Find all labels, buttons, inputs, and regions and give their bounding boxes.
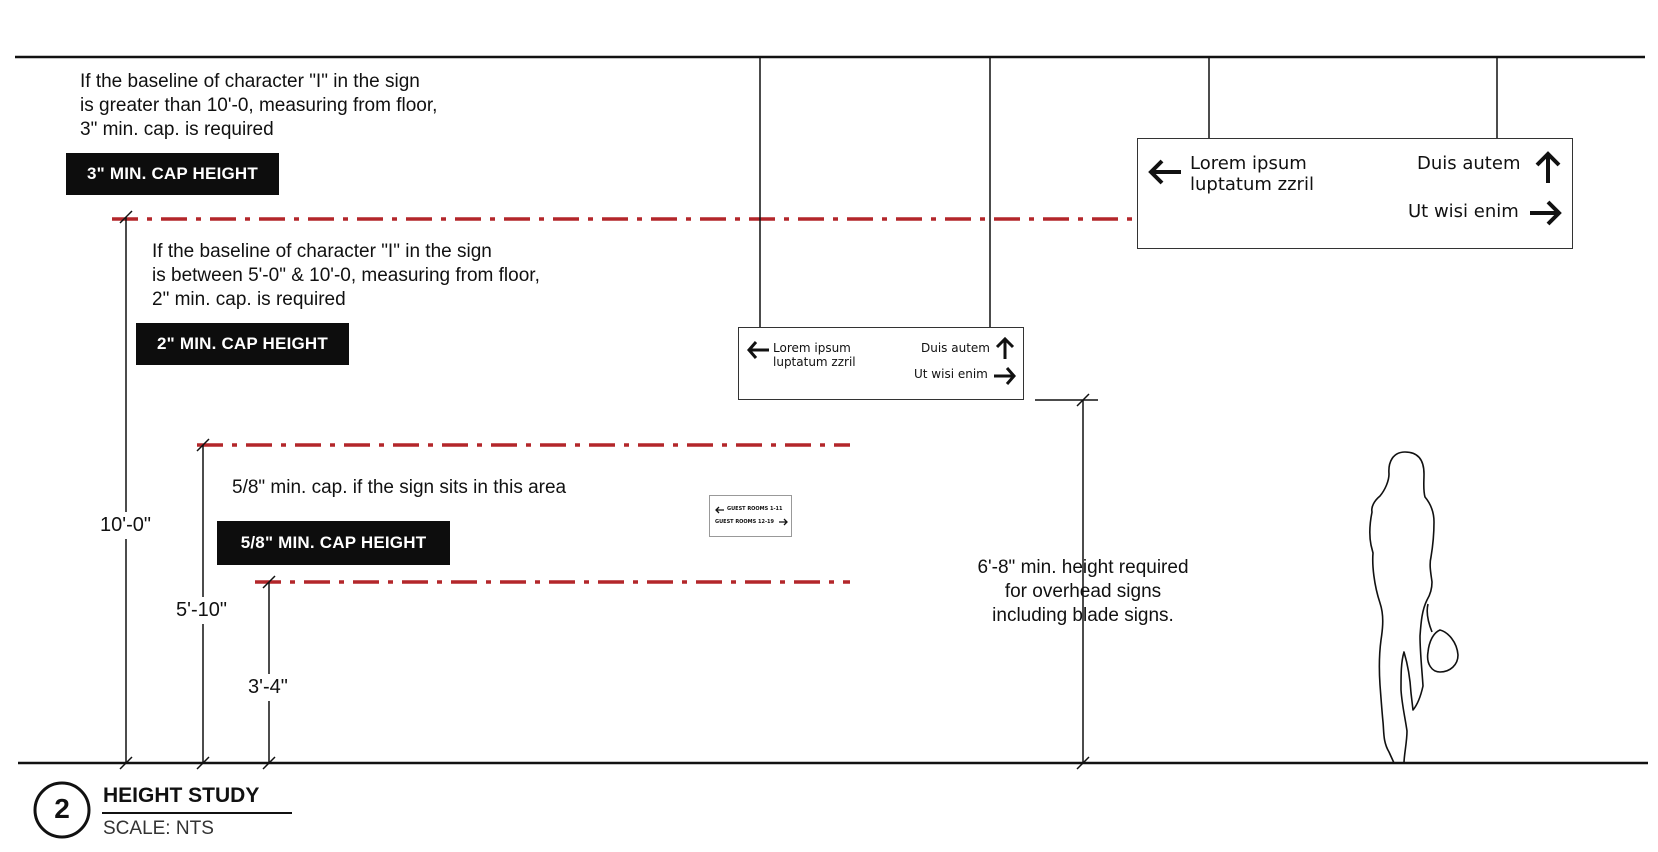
sign-large-line2: luptatum zzril (1190, 174, 1314, 195)
arrow-up-icon (1535, 151, 1561, 183)
handbag-outline (1426, 603, 1459, 673)
note-tier1: 5/8" min. cap. if the sign sits in this … (232, 477, 567, 498)
badge-3in-cap-height: 3" MIN. CAP HEIGHT (66, 153, 279, 195)
arrow-right-icon (1530, 200, 1562, 226)
sign-large-line1: Lorem ipsum (1190, 153, 1307, 174)
drawing-title: HEIGHT STUDY (103, 784, 260, 807)
sign-medium-line2: luptatum zzril (773, 355, 856, 369)
note-tier2: If the baseline of character "I" in the … (152, 241, 540, 310)
sign-small-row1: GUEST ROOMS 1-11 (727, 506, 783, 512)
arrow-up-icon (995, 337, 1015, 359)
dimension-label-10ft: 10'-0" (98, 512, 153, 539)
wall-sign-small: GUEST ROOMS 1-11 GUEST ROOMS 12-19 (709, 495, 792, 537)
badge-2in-cap-height: 2" MIN. CAP HEIGHT (136, 323, 349, 365)
sign-medium-right2: Ut wisi enim (914, 367, 988, 381)
overhead-sign-large: Lorem ipsum luptatum zzril Duis autem Ut… (1137, 138, 1573, 249)
detail-number-circle (33, 781, 91, 839)
note-tier3: If the baseline of character "I" in the … (80, 71, 438, 140)
note-overhead: 6'-8" min. height required for overhead … (977, 557, 1189, 626)
sign-large-right1: Duis autem (1417, 153, 1521, 174)
arrow-left-icon (747, 341, 769, 359)
person-silhouette (1369, 451, 1435, 764)
sign-large-right2: Ut wisi enim (1408, 201, 1519, 222)
sign-medium-right1: Duis autem (921, 341, 990, 355)
arrow-right-icon (779, 518, 788, 526)
detail-number: 2 (54, 793, 70, 824)
badge-5-8in-cap-height: 5/8" MIN. CAP HEIGHT (217, 521, 450, 565)
arrow-right-icon (994, 367, 1016, 385)
drawing-scale: SCALE: NTS (103, 818, 214, 839)
arrow-left-icon (715, 506, 724, 514)
sign-medium-line1: Lorem ipsum (773, 341, 851, 355)
dimension-label-5ft10: 5'-10" (174, 597, 229, 624)
arrow-left-icon (1148, 159, 1181, 185)
dimension-label-3ft4: 3'-4" (246, 674, 290, 701)
overhead-sign-medium: Lorem ipsum luptatum zzril Duis autem Ut… (738, 327, 1024, 400)
sign-small-row2: GUEST ROOMS 12-19 (715, 519, 774, 525)
